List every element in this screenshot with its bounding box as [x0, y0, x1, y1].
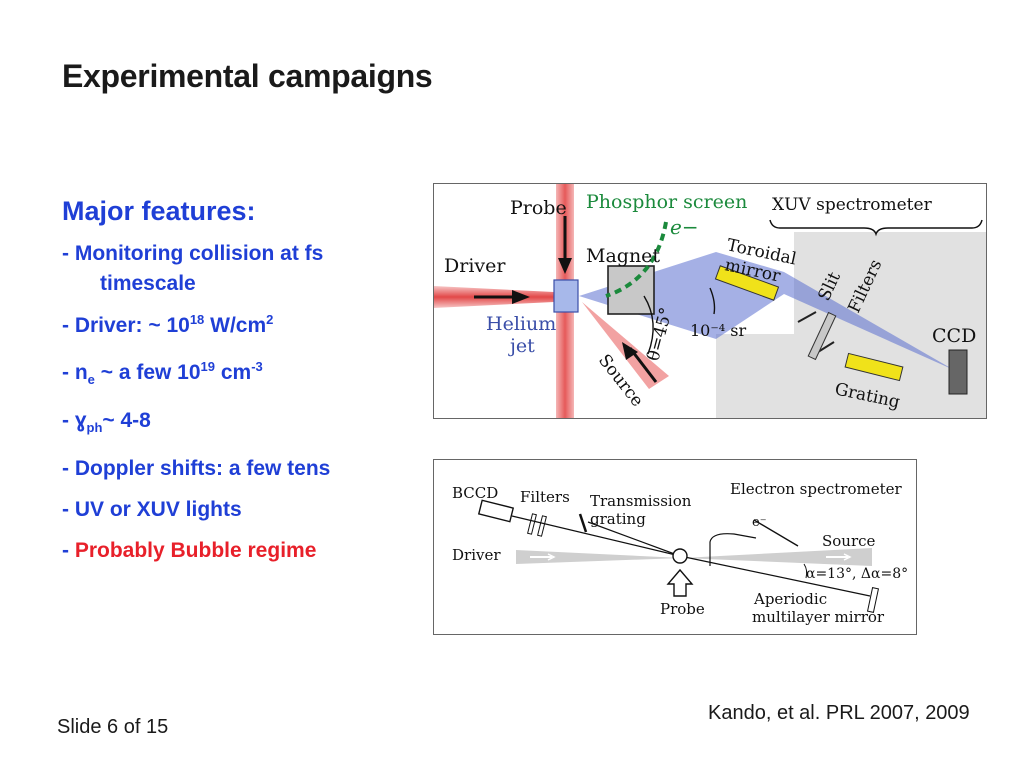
multilayer-mirror: [866, 587, 880, 613]
angle-arc: [643, 295, 654, 355]
label-ccd: CCD: [932, 325, 976, 347]
source-arrow-head: [622, 342, 638, 360]
transmission-grating: [578, 513, 588, 533]
label-bccd: BCCD: [452, 484, 498, 502]
label-jet: jet: [508, 335, 535, 357]
driver-cone-left: [516, 550, 682, 564]
probe-arrow: [666, 568, 694, 597]
driver-arrow-right-head: [843, 553, 852, 561]
label-e-minus: e−: [670, 215, 699, 239]
label-filters: Filters: [520, 488, 570, 506]
label-xuv: XUV spectrometer: [772, 195, 933, 215]
beam-line-mirror: [679, 555, 871, 597]
label-electron: e⁻: [752, 515, 767, 530]
label-helium: Helium: [486, 313, 556, 335]
slit-bar-lower: [817, 341, 835, 353]
slide-title: Experimental campaigns: [62, 58, 433, 94]
setup-diagram-bottom: BCCD Filters Transmission grating Electr…: [433, 459, 917, 635]
probe-arrow-head: [558, 258, 572, 274]
setup-diagram-top-svg: Probe Phosphor screen e− XUV spectromete…: [434, 184, 986, 418]
label-phosphor: Phosphor screen: [586, 191, 747, 213]
solid-angle-arc: [709, 287, 716, 315]
slide-number: Slide 6 of 15: [57, 716, 169, 738]
setup-diagram-top: Probe Phosphor screen e− XUV spectromete…: [433, 183, 987, 419]
filter-plate-2: [537, 515, 547, 537]
bccd-detector: [477, 499, 515, 523]
feature-bubble: - Probably Bubble regime: [62, 539, 317, 563]
driver-arrow-head: [512, 290, 530, 304]
interaction-point: [672, 548, 688, 564]
label-solid-angle: 10⁻⁴ sr: [690, 321, 747, 340]
label-electron-spectrometer: Electron spectrometer: [730, 480, 902, 498]
features-list: Major features: - Monitoring collision a…: [62, 196, 392, 571]
filter-plate: [807, 311, 837, 361]
slit-bar: [797, 311, 817, 323]
electron-path: [709, 533, 757, 556]
driver-arrow-left-head: [547, 553, 556, 561]
feature-gamma: - ɣph~ 4-8: [62, 409, 151, 436]
setup-diagram-bottom-svg: BCCD Filters Transmission grating Electr…: [452, 480, 908, 626]
features-heading: Major features:: [62, 196, 256, 226]
feature-uv: - UV or XUV lights: [62, 498, 242, 522]
spectrometer-region: [716, 232, 986, 418]
label-alpha: α=13°, Δα=8°: [806, 566, 908, 582]
label-multilayer-mirror: multilayer mirror: [752, 608, 885, 626]
citation: Kando, et al. PRL 2007, 2009: [708, 702, 970, 724]
toroidal-mirror: [714, 265, 780, 301]
helium-jet: [553, 279, 579, 313]
label-source: Source: [822, 532, 876, 550]
label-transmission: Transmission: [590, 492, 692, 510]
beam-line-bccd: [511, 515, 681, 557]
feature-monitoring: - Monitoring collision at fs timescale: [62, 242, 324, 295]
feature-density: - ne ~ a few 1019 cm-3: [62, 359, 263, 388]
label-driver: Driver: [452, 546, 501, 564]
xuv-fan: [579, 252, 954, 370]
grating: [844, 352, 904, 382]
magnet: [607, 265, 655, 315]
label-driver: Driver: [444, 255, 506, 277]
xuv-bracket: [769, 219, 983, 237]
ccd-detector: [948, 349, 968, 395]
feature-driver: - Driver: ~ 1018 W/cm2: [62, 312, 274, 337]
phosphor-screen-line: [605, 221, 668, 298]
beam-line-grating: [587, 521, 681, 557]
feature-doppler: - Doppler shifts: a few tens: [62, 457, 331, 481]
spectrometer-screen: [753, 519, 799, 547]
label-magnet: Magnet: [586, 245, 660, 267]
label-grating: grating: [590, 510, 646, 528]
label-probe: Probe: [510, 197, 567, 219]
alpha-arc: [803, 563, 808, 579]
label-probe: Probe: [660, 600, 705, 618]
label-aperiodic: Aperiodic: [753, 590, 827, 608]
filter-plate-1: [527, 513, 537, 535]
driver-cone-right: [682, 548, 872, 566]
